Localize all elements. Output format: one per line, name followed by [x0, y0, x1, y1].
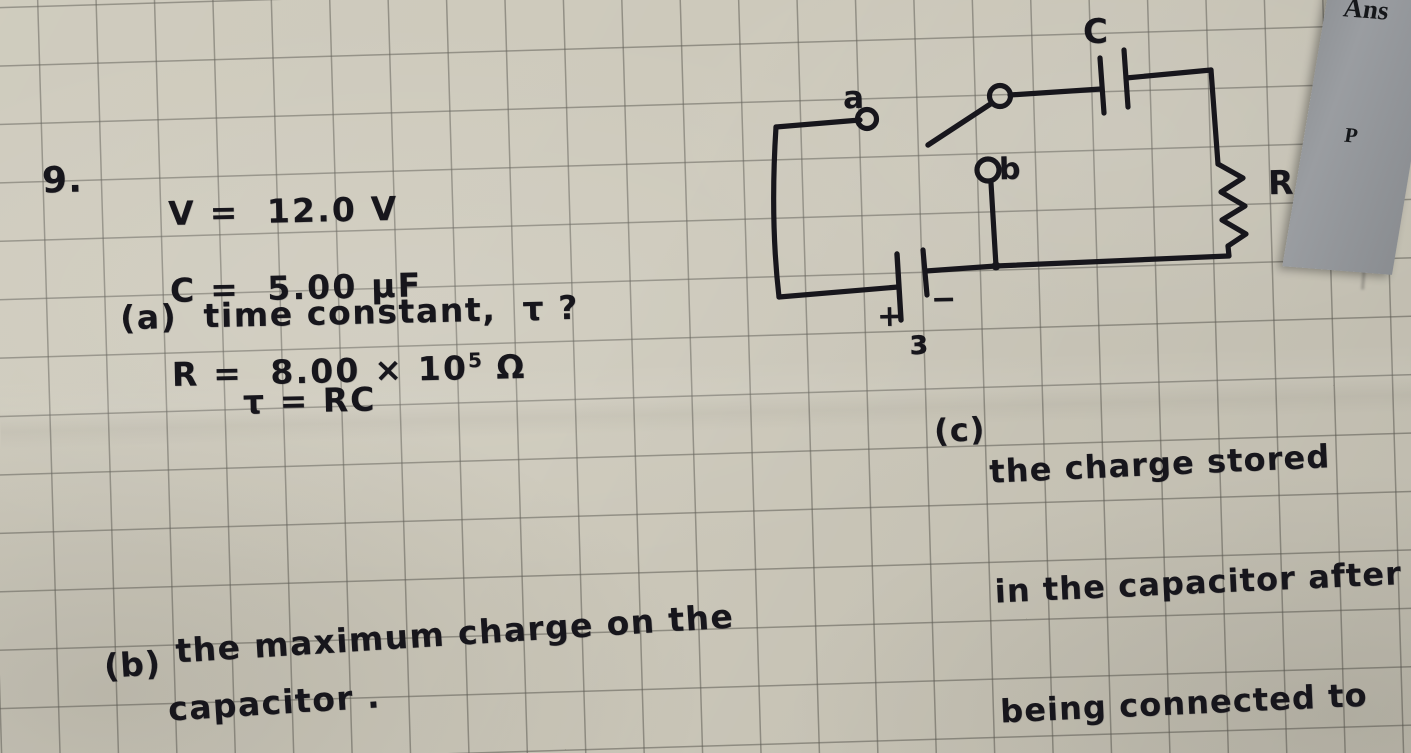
- part-b-label: (b): [102, 643, 163, 686]
- printed-text-line-2: Ans: [1341, 0, 1392, 26]
- printed-text-line-3: P: [1342, 122, 1360, 148]
- part-c-line-1: the charge stored: [988, 437, 1332, 491]
- label-battery-negative: −: [930, 281, 958, 318]
- problem-number: 9.: [41, 159, 84, 202]
- part-c-label: (c): [933, 409, 987, 451]
- given-voltage: V = 12.0 V: [167, 188, 399, 234]
- label-capacitor: C: [1082, 11, 1110, 53]
- label-battery-positive: +: [876, 298, 904, 335]
- label-terminal-a: a: [842, 79, 866, 117]
- part-c-text-block: the charge stored in the capacitor after…: [985, 353, 1411, 753]
- label-emf: ε: [907, 322, 929, 364]
- part-c-line-3: being connected to: [999, 675, 1369, 731]
- given-resistance-unit: Ω: [482, 346, 527, 387]
- given-resistance-exponent: 5: [467, 347, 483, 373]
- label-terminal-b: b: [998, 151, 1022, 188]
- part-c-line-2: in the capacitor after: [993, 554, 1403, 611]
- part-a-formula: τ = RC: [242, 379, 377, 422]
- label-resistor: R: [1267, 162, 1295, 203]
- part-a-label: (a): [119, 296, 178, 338]
